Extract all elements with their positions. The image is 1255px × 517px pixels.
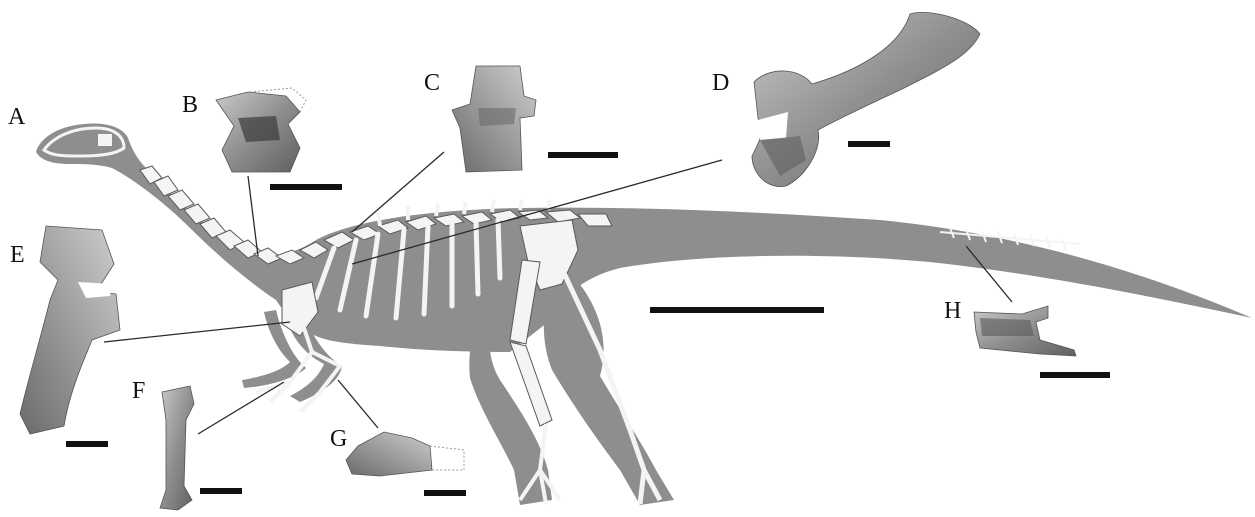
leader-e xyxy=(104,322,290,342)
skull-orbit xyxy=(98,134,112,146)
leader-f xyxy=(198,382,284,434)
panel-label-a: A xyxy=(8,104,26,130)
panel-label-f: F xyxy=(132,378,145,404)
specimen-f xyxy=(160,386,242,510)
panel-label-b: B xyxy=(182,92,198,118)
scale-bar-a xyxy=(650,307,824,313)
panel-label-e: E xyxy=(10,242,25,268)
scale-bar-g xyxy=(424,490,466,496)
specimen-h xyxy=(974,306,1110,378)
hind-leg xyxy=(544,262,674,505)
skeletal-reconstruction xyxy=(36,124,1252,505)
panel-label-d: D xyxy=(712,70,729,96)
panel-label-g: G xyxy=(330,426,347,452)
scale-bar-c xyxy=(548,152,618,158)
scale-bar-b xyxy=(270,184,342,190)
panel-label-c: C xyxy=(424,70,440,96)
panel-label-h: H xyxy=(944,298,961,324)
scale-bar-e xyxy=(66,441,108,447)
specimen-g xyxy=(346,432,466,496)
specimen-d xyxy=(752,12,980,186)
leader-g xyxy=(338,380,378,428)
specimen-b xyxy=(216,88,342,190)
scale-bar-d xyxy=(848,141,890,147)
specimen-e xyxy=(20,226,120,447)
scale-bar-f xyxy=(200,488,242,494)
specimen-c xyxy=(452,66,618,172)
scale-bar-h xyxy=(1040,372,1110,378)
